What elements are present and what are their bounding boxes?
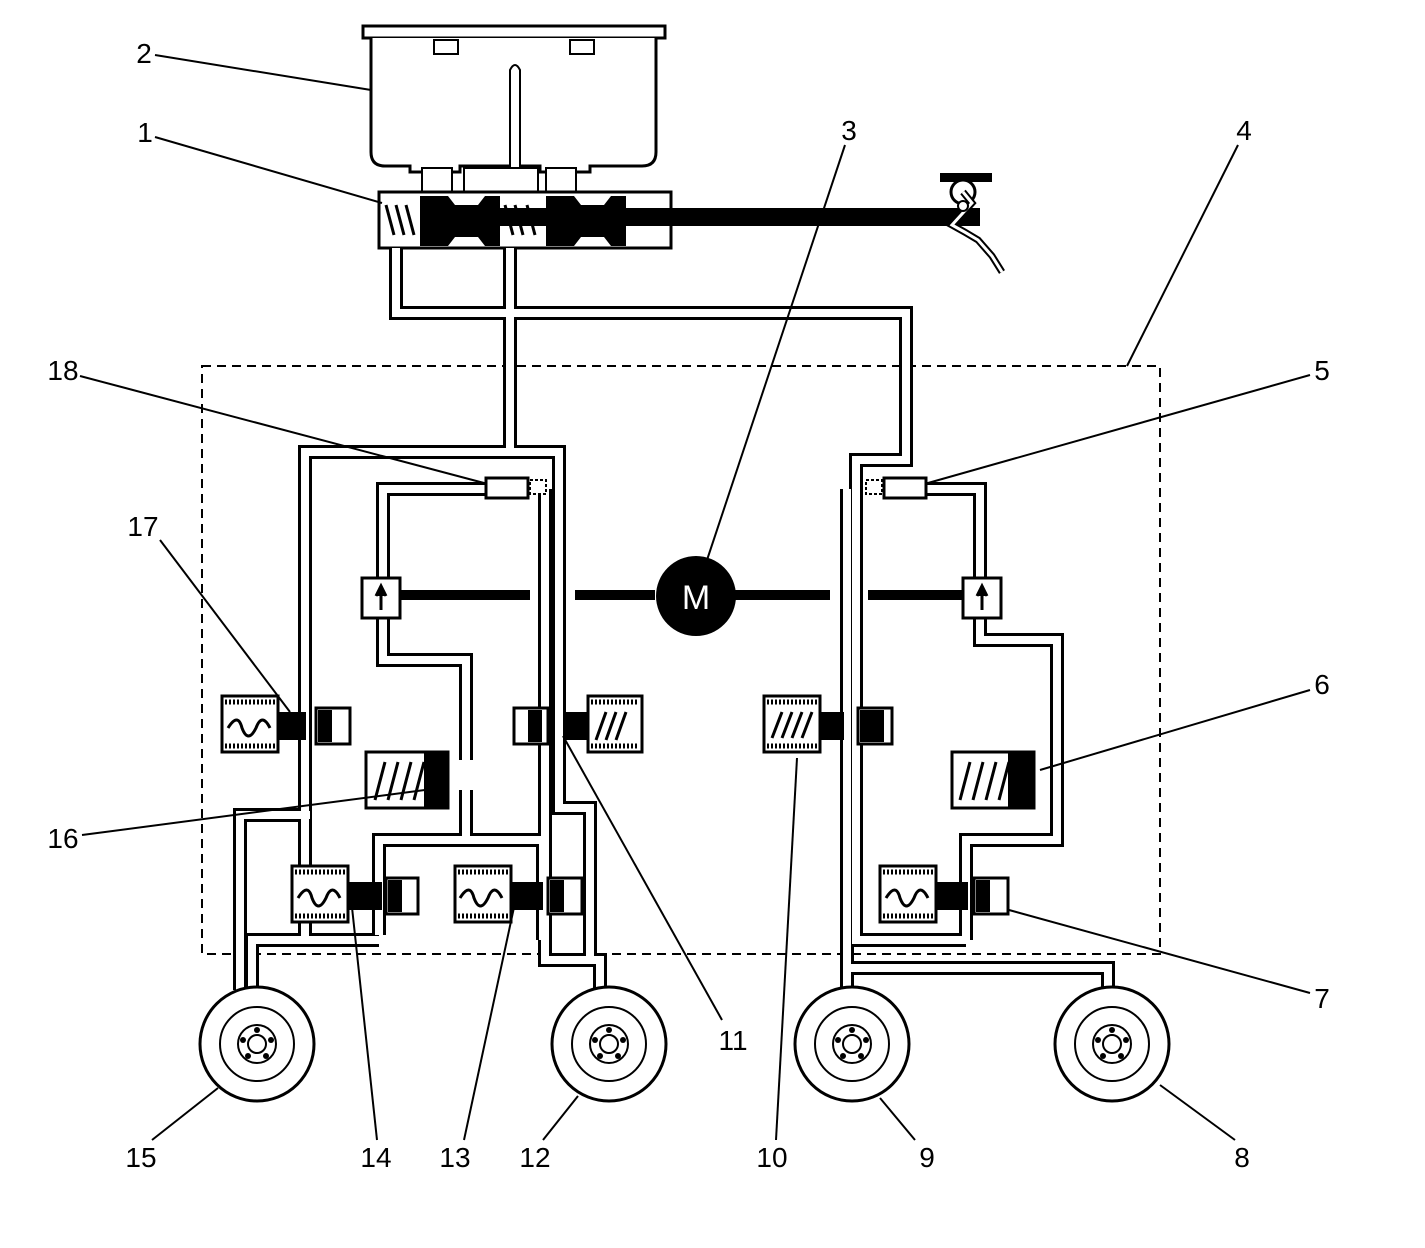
- solenoid-valve-11: [512, 694, 644, 754]
- callout-9: 9: [919, 1142, 935, 1173]
- callout-13: 13: [439, 1142, 470, 1173]
- accumulator-right: [950, 750, 1036, 810]
- callout-6: 6: [1314, 669, 1330, 700]
- callout-8: 8: [1234, 1142, 1250, 1173]
- solenoid-valve-14: [290, 864, 420, 924]
- callout-5: 5: [1314, 355, 1330, 386]
- motor-label: M: [682, 579, 710, 617]
- wheel-12: [550, 985, 668, 1103]
- callout-17: 17: [127, 511, 158, 542]
- callout-14: 14: [360, 1142, 391, 1173]
- callout-10: 10: [756, 1142, 787, 1173]
- leader-lines: [79, 54, 1311, 1141]
- wheel-15: [198, 985, 316, 1103]
- callout-18: 18: [47, 355, 78, 386]
- pressure-valve-left: [484, 476, 547, 500]
- pressure-valve-right: [865, 476, 928, 500]
- wheel-8: [1053, 985, 1171, 1103]
- pump-element-right: [961, 576, 1003, 620]
- callout-12: 12: [519, 1142, 550, 1173]
- solenoid-valve-17: [220, 694, 352, 754]
- brake-pedal: [940, 173, 1005, 274]
- fluid-reservoir: [361, 24, 667, 193]
- master-cylinder: [377, 190, 980, 250]
- callout-labels: 1 2 3 4 5 6 7 8 9 10 11 12 13 14 15 16 1…: [47, 38, 1329, 1173]
- solenoid-valve-13: [453, 864, 584, 924]
- wheel-9: [793, 985, 911, 1103]
- modulator-boundary: [201, 365, 1161, 955]
- callout-16: 16: [47, 823, 78, 854]
- callout-4: 4: [1236, 115, 1252, 146]
- pump-element-left: [360, 576, 402, 620]
- callout-15: 15: [125, 1142, 156, 1173]
- callout-11: 11: [718, 1025, 747, 1056]
- callout-2: 2: [136, 38, 152, 69]
- solenoid-valve-7: [878, 864, 1010, 924]
- brake-lines: [233, 248, 1115, 990]
- callout-3: 3: [841, 115, 857, 146]
- accumulator-left: [364, 750, 450, 810]
- solenoid-valve-10: [762, 694, 894, 754]
- pump-motor: M: [400, 556, 963, 636]
- callout-7: 7: [1314, 983, 1330, 1014]
- callout-1: 1: [137, 117, 153, 148]
